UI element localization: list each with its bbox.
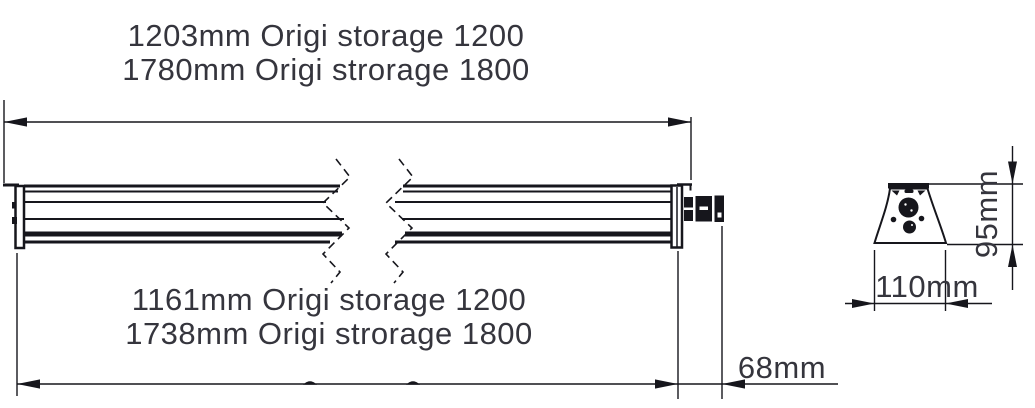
end-connector bbox=[684, 195, 724, 222]
end-cap-right bbox=[670, 183, 692, 249]
arrowhead-up-icon bbox=[1008, 244, 1017, 267]
screw-hole-right bbox=[918, 215, 925, 222]
large-bore-hole bbox=[898, 197, 919, 218]
height-dimension-label: 95mm bbox=[969, 170, 1004, 258]
arrowhead-right-icon bbox=[668, 117, 691, 127]
cap-notch bbox=[12, 202, 17, 209]
top-cap bbox=[888, 183, 929, 189]
fixture-body-left-segment bbox=[24, 184, 344, 244]
arrowhead-right-icon bbox=[655, 379, 678, 389]
top-dimension-label-1800: 1780mm Origi strorage 1800 bbox=[122, 52, 530, 87]
arrowhead-left-icon bbox=[4, 117, 27, 127]
width-dimension-label: 110mm bbox=[875, 269, 979, 304]
screw-hole-left bbox=[890, 216, 897, 223]
corner-tab-left bbox=[891, 190, 900, 196]
corner-tab-right bbox=[917, 190, 926, 196]
end-cap-left bbox=[3, 183, 26, 250]
connector-dimension-label: 68mm bbox=[738, 350, 826, 385]
arrowhead-inward-left-icon bbox=[852, 299, 875, 308]
break-zigzag-right bbox=[384, 158, 415, 284]
width-dimension-110mm bbox=[845, 250, 992, 311]
bottom-dimension bbox=[16, 226, 838, 399]
break-zigzag-left bbox=[321, 158, 352, 284]
line-break-bump bbox=[406, 381, 420, 385]
bottom-dimension-label-1200: 1161mm Origi storage 1200 bbox=[132, 282, 526, 317]
top-slot bbox=[904, 189, 914, 193]
small-bore-hole bbox=[903, 220, 916, 234]
cap-notch bbox=[12, 217, 17, 224]
fixture-body-right-segment bbox=[395, 184, 672, 244]
arrowhead-left-icon bbox=[17, 379, 40, 389]
height-dimension-95mm bbox=[928, 146, 1023, 290]
arrowhead-68mm-icon bbox=[722, 379, 745, 389]
cross-section-view bbox=[873, 183, 948, 244]
bottom-dimension-label-1800: 1738mm Origi strorage 1800 bbox=[125, 316, 533, 351]
arrowhead-down-icon bbox=[1008, 161, 1017, 184]
arrowhead-inward-right-icon bbox=[945, 299, 968, 308]
top-dimension bbox=[3, 100, 692, 183]
line-break-bump bbox=[303, 381, 317, 385]
break-lines bbox=[321, 158, 415, 284]
top-dimension-label-1200: 1203mm Origi storage 1200 bbox=[128, 18, 525, 53]
